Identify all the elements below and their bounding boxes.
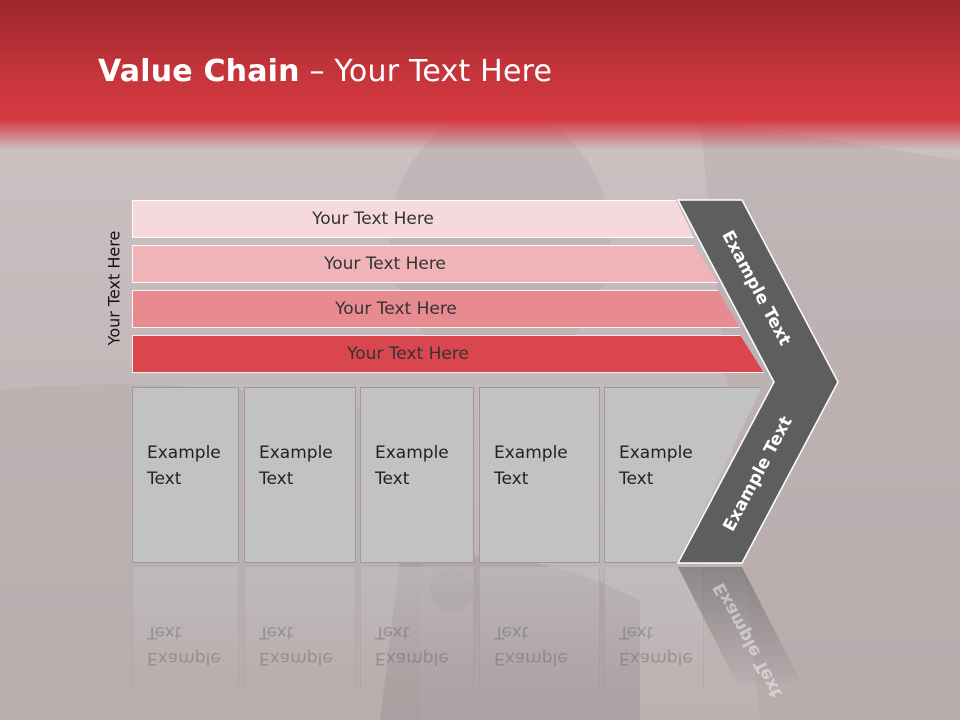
page-title: Value Chain – Your Text Here <box>98 54 552 89</box>
column-line1: Example <box>375 443 449 463</box>
column-line2: Text <box>147 469 182 489</box>
support-row-2: Your Text Here <box>132 245 718 283</box>
support-row-1: Your Text Here <box>132 200 694 238</box>
support-row-1-label: Your Text Here <box>312 209 434 229</box>
support-row-4-label: Your Text Here <box>347 344 469 364</box>
column-line2: Text <box>619 469 654 489</box>
column-line1: Example <box>259 443 333 463</box>
title-bold: Value Chain <box>98 54 300 89</box>
column-line2: Text <box>259 469 294 489</box>
support-row-3-label: Your Text Here <box>335 299 457 319</box>
column-line1: Example <box>147 443 221 463</box>
column-line1: Example <box>494 443 568 463</box>
chevron-shape <box>676 199 839 564</box>
chevron-reflection <box>678 567 800 690</box>
title-rest: – Your Text Here <box>299 54 553 89</box>
title-banner <box>0 0 960 150</box>
column-line2: Text <box>494 469 529 489</box>
column-line1: Example <box>619 443 693 463</box>
support-row-2-label: Your Text Here <box>324 254 446 274</box>
support-row-3: Your Text Here <box>132 290 740 328</box>
column-line2: Text <box>375 469 410 489</box>
